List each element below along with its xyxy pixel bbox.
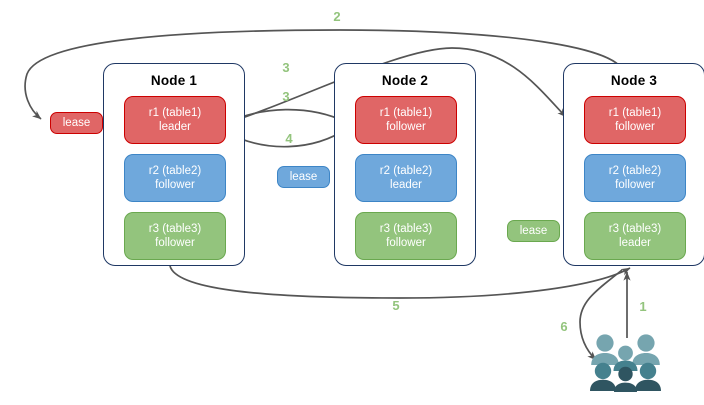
node-title: Node 3 — [610, 73, 658, 88]
replica-r2-node2[interactable]: r2 (table2) leader — [355, 154, 457, 202]
replica-role: leader — [390, 179, 422, 191]
replica-r2-node3[interactable]: r2 (table2) follower — [584, 154, 686, 202]
replica-r2-node1[interactable]: r2 (table2) follower — [124, 154, 226, 202]
replica-r1-node3[interactable]: r1 (table1) follower — [584, 96, 686, 144]
replica-r3-node2[interactable]: r3 (table3) follower — [355, 212, 457, 260]
replica-id: r1 (table1) — [148, 106, 202, 119]
node-box-2[interactable]: Node 2 r1 (table1) follower r2 (table2) … — [334, 63, 476, 266]
replica-id: r2 (table2) — [379, 164, 433, 177]
replica-role: leader — [619, 237, 651, 249]
lease-token-green[interactable]: lease — [507, 220, 560, 242]
node-box-3[interactable]: Node 3 r1 (table1) follower r2 (table2) … — [563, 63, 704, 266]
lease-label: lease — [62, 117, 91, 129]
replica-role: follower — [386, 121, 426, 133]
node-box-1[interactable]: Node 1 r1 (table1) leader r2 (table2) fo… — [103, 63, 245, 266]
replica-id: r3 (table3) — [379, 222, 433, 235]
step-label-3-lower: 3 — [282, 89, 290, 104]
replica-role: follower — [155, 237, 195, 249]
replica-role: follower — [155, 179, 195, 191]
replica-role: follower — [386, 237, 426, 249]
replica-id: r1 (table1) — [608, 106, 662, 119]
users-icon — [590, 334, 661, 392]
replica-role: follower — [615, 121, 655, 133]
replica-id: r1 (table1) — [379, 106, 433, 119]
step-label-6: 6 — [560, 319, 568, 334]
arrow-step-5 — [169, 265, 631, 299]
replica-id: r3 (table3) — [608, 222, 662, 235]
step-label-5: 5 — [392, 298, 400, 313]
step-label-3-upper: 3 — [282, 60, 290, 75]
replica-id: r3 (table3) — [148, 222, 202, 235]
replica-role: follower — [615, 179, 655, 191]
replica-r3-node3[interactable]: r3 (table3) leader — [584, 212, 686, 260]
step-label-4: 4 — [285, 131, 293, 146]
step-label-2: 2 — [333, 9, 341, 24]
replica-r1-node2[interactable]: r1 (table1) follower — [355, 96, 457, 144]
lease-label: lease — [289, 171, 318, 183]
lease-token-blue[interactable]: lease — [277, 166, 330, 188]
replica-id: r2 (table2) — [148, 164, 202, 177]
lease-token-red[interactable]: lease — [50, 112, 103, 134]
node-title: Node 1 — [150, 73, 198, 88]
replica-id: r2 (table2) — [608, 164, 662, 177]
replica-r3-node1[interactable]: r3 (table3) follower — [124, 212, 226, 260]
step-label-1: 1 — [639, 299, 647, 314]
replica-r1-node1[interactable]: r1 (table1) leader — [124, 96, 226, 144]
replica-role: leader — [159, 121, 191, 133]
node-title: Node 2 — [381, 73, 429, 88]
lease-label: lease — [519, 225, 548, 237]
